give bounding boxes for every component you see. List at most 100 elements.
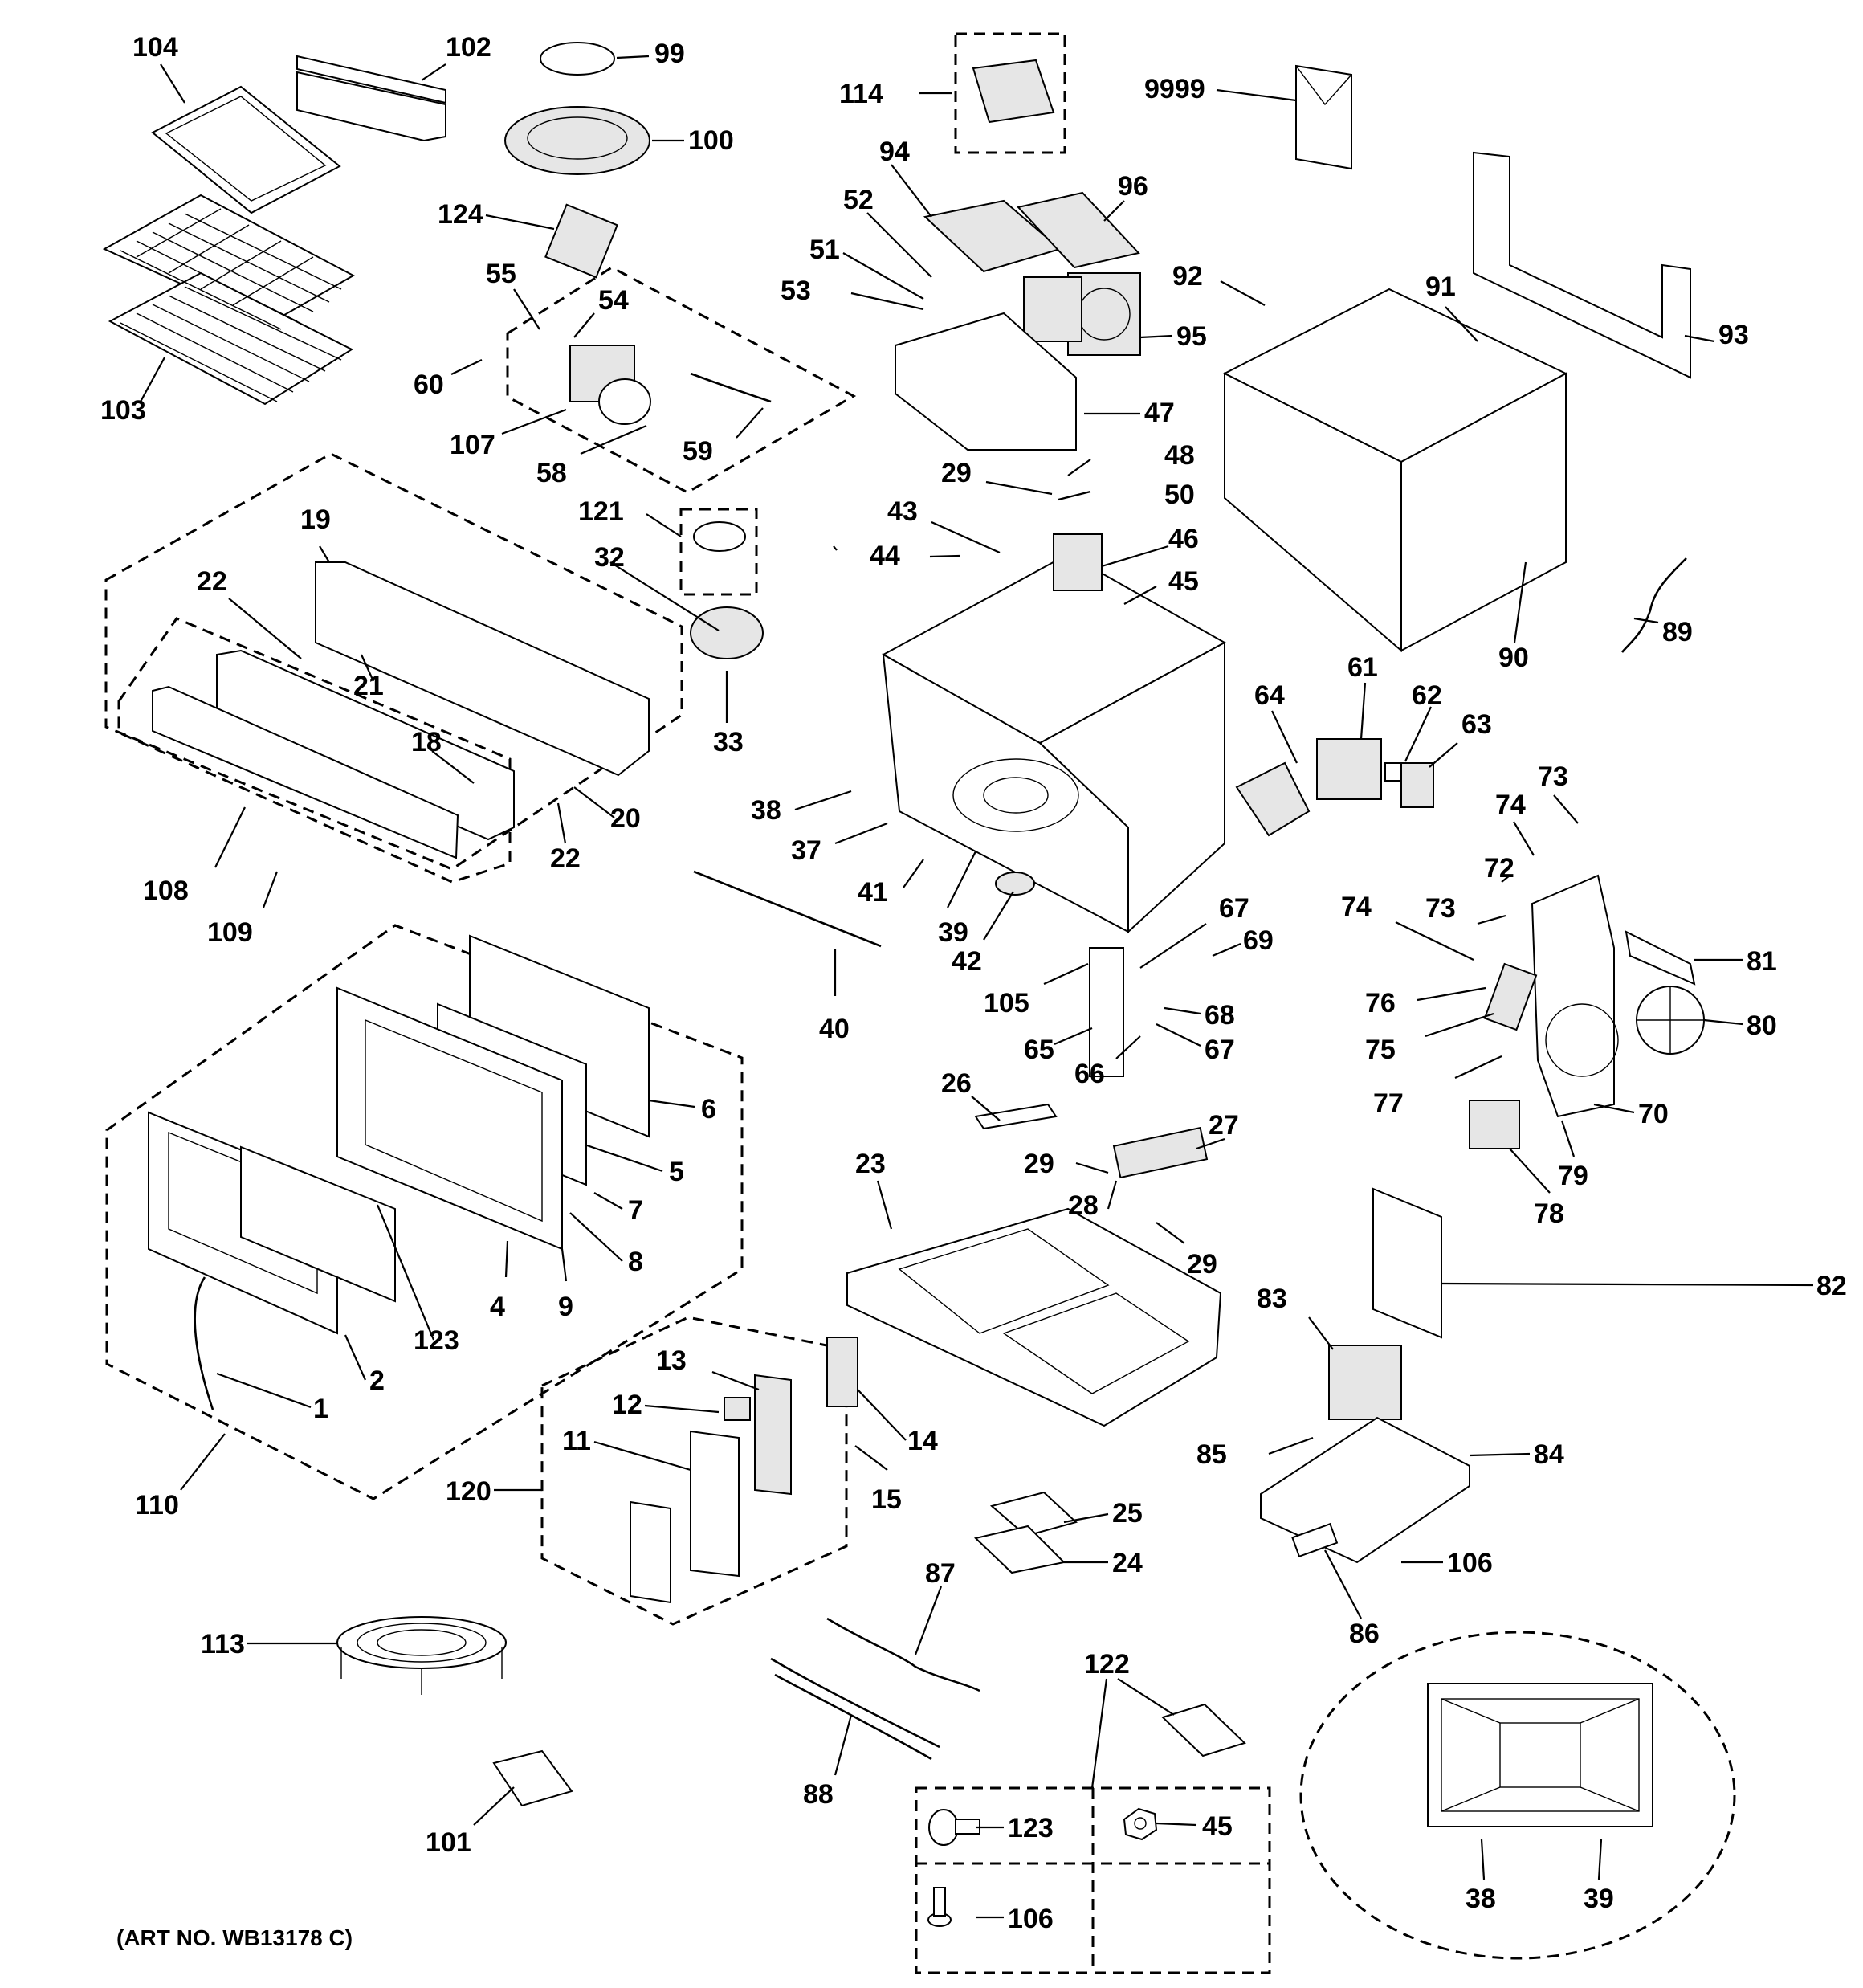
callout-101: 101 [426,1827,471,1858]
callout-107: 107 [450,430,495,460]
bracket-26-part [974,1103,1058,1130]
callout-67b: 67 [1205,1035,1235,1065]
screw-123-part [928,1809,980,1846]
rail-93-part [1473,151,1691,379]
callout-22a: 22 [197,566,227,597]
turntable-100-inner [527,116,628,160]
callout-38a: 38 [751,795,781,826]
callout-9999: 9999 [1144,74,1205,104]
callout-83: 83 [1257,1284,1287,1314]
callout-33: 33 [713,727,744,757]
racks-103-part [102,194,356,406]
callout-52: 52 [843,185,874,215]
callout-39a: 39 [938,917,968,948]
callout-121: 121 [578,496,624,527]
bracket-70-part [1531,874,1615,1118]
callout-123b: 123 [1008,1813,1054,1843]
callout-74b: 74 [1341,892,1372,922]
group-114-box [954,32,1066,154]
panel-19-part [315,561,650,777]
callout-87: 87 [925,1558,956,1589]
callout-96: 96 [1118,171,1148,202]
callout-37: 37 [791,835,821,866]
callout-15: 15 [871,1484,902,1515]
callout-73a: 73 [1538,761,1568,792]
art-number: (ART NO. WB13178 C) [116,1925,353,1950]
callout-63: 63 [1461,709,1492,740]
callout-62: 62 [1412,680,1442,711]
callout-45b: 45 [1202,1811,1233,1842]
callout-9: 9 [558,1292,573,1322]
callout-74a: 74 [1495,790,1526,820]
callout-2: 2 [369,1365,385,1396]
cord-89-part [1621,557,1687,653]
part-drawings [102,42,1705,1927]
callout-40: 40 [819,1014,850,1044]
callout-124: 124 [438,199,483,230]
fan-70-ring [1545,1003,1619,1077]
harness-59-part [690,372,772,403]
callout-60: 60 [414,369,444,400]
fan-blade-32-part [690,606,764,659]
nut-45-part [1123,1807,1158,1841]
callout-104: 104 [132,32,178,63]
group-110-outline [105,924,744,1500]
callout-110: 110 [135,1490,179,1521]
callout-1: 1 [313,1394,328,1424]
callout-20: 20 [610,803,641,834]
callout-42: 42 [952,946,982,977]
callout-91: 91 [1425,271,1456,302]
duct-114-part [972,59,1055,124]
motor-42-part [995,872,1035,896]
callout-8: 8 [628,1247,643,1277]
callout-66: 66 [1074,1059,1105,1089]
callout-44: 44 [870,541,900,571]
callout-45a: 45 [1168,566,1199,597]
transformer-83-part [1328,1345,1402,1420]
callout-39b: 39 [1584,1884,1614,1914]
cabinet-90-part [1222,288,1568,653]
panel-109-part [152,685,459,859]
bracket-86-part [1291,1522,1339,1558]
screw-106-part [927,1887,952,1927]
capacitor-75-part [1483,962,1538,1031]
filter-102-part [296,55,446,104]
group-121-box [679,508,758,596]
callout-13: 13 [656,1345,687,1376]
callout-4: 4 [490,1292,505,1322]
callout-95: 95 [1176,321,1207,352]
callout-61: 61 [1347,652,1378,683]
group-108-outline [104,452,683,871]
callout-19: 19 [300,504,331,535]
callout-50: 50 [1164,480,1195,510]
stirrer-58-part [598,378,651,425]
callout-67a: 67 [1219,893,1249,924]
callout-102: 102 [446,32,491,63]
harness-87-part [826,1617,980,1692]
callout-78: 78 [1534,1198,1564,1229]
bag-122-part [1161,1703,1246,1757]
filter-25-part [989,1491,1078,1537]
callout-29c: 29 [1187,1249,1217,1280]
literature-9999-part [1295,64,1352,170]
callout-109: 109 [207,917,253,948]
callout-88: 88 [803,1779,834,1810]
inset-detail-ellipse [1299,1631,1736,1960]
literature-9999-fold [1295,65,1352,106]
callout-29a: 29 [941,458,972,488]
callout-108: 108 [143,876,189,906]
callout-65: 65 [1024,1035,1054,1065]
light-27-part [1112,1126,1209,1179]
callout-54: 54 [598,285,629,316]
callout-93: 93 [1718,320,1749,350]
callout-24: 24 [1112,1548,1143,1578]
callout-113: 113 [201,1629,245,1659]
callout-23: 23 [855,1149,886,1179]
callout-6: 6 [701,1094,716,1125]
group-109-outline [117,617,512,884]
callout-123a: 123 [414,1325,459,1356]
callout-72: 72 [1484,853,1514,884]
callout-89: 89 [1662,617,1693,647]
fan-blade-80-vanes [1637,986,1704,1054]
callout-80: 80 [1747,1010,1777,1041]
